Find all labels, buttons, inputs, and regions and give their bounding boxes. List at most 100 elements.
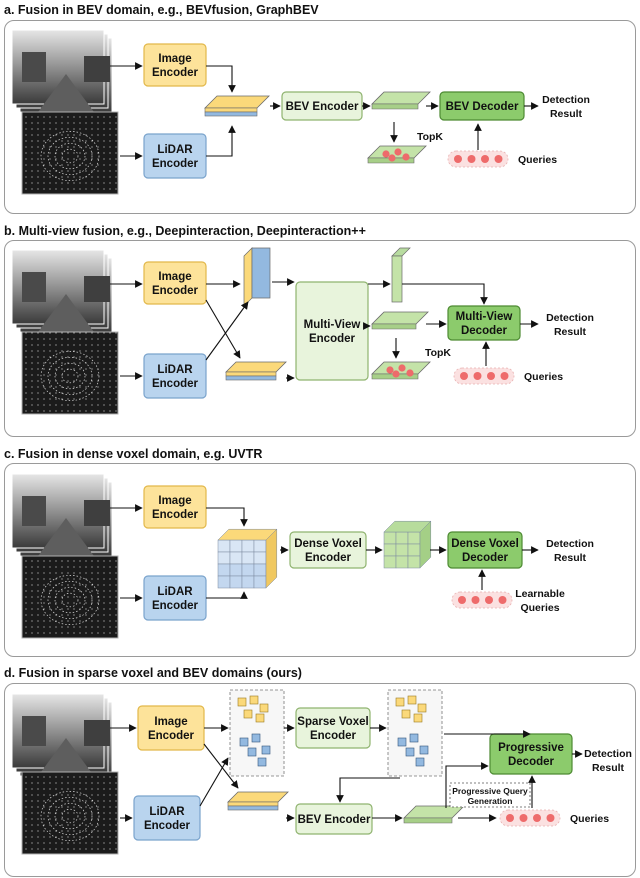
c-lidar-points-ring [47, 580, 93, 620]
b-arrow-pv-dec [402, 283, 488, 305]
c-encoded-voxel-cell [395, 531, 409, 545]
b-detection-result: Result [554, 326, 587, 338]
c-arrow-img-vox [206, 507, 248, 527]
b-lidar-encoder-label: LiDAR [157, 364, 193, 376]
b-topk-plane-dot [386, 366, 394, 374]
d-sparse-voxel-output-img-voxel [417, 703, 427, 713]
b-topk-plane-dot [392, 370, 400, 378]
b-perspective-img [243, 247, 253, 307]
a-detection-result: Detection [542, 94, 590, 106]
d-sparse-voxel-output-lidar-voxel [397, 737, 407, 747]
a-topk-plane-dot [402, 153, 410, 161]
c-dense-voxel-cell [241, 539, 255, 553]
b-image-encoder [143, 261, 207, 305]
d-pqg-box [449, 782, 531, 808]
c-dense-voxel-cell [229, 539, 243, 553]
d-bev-encoder-label: BEV Encoder [298, 814, 371, 826]
a-topk-plane-dot [394, 148, 402, 156]
d-camera-images-trees [84, 720, 110, 746]
d-detection-result: Result [592, 762, 625, 774]
b-arrow-img-bev [205, 299, 241, 359]
d-sparse-voxel-encoder-label: Encoder [310, 730, 357, 742]
b-image-encoder-label: Image [158, 271, 191, 283]
d-bev-feature-edge [403, 817, 453, 824]
c-dense-voxel-cell [217, 539, 231, 553]
b-lidar-encoder [143, 353, 207, 399]
c-detection-result: Detection [546, 538, 594, 550]
b-lidar-points-ring [47, 356, 93, 396]
d-arrow-lidar-sv [199, 757, 229, 807]
b-bev-feature-edge [371, 323, 417, 330]
a-arrow-img-fuse [206, 65, 236, 93]
c-encoded-voxel-cell [395, 543, 409, 557]
d-queries-label: Queries [570, 813, 609, 825]
a-queries-label: Queries [518, 154, 557, 166]
c-image-encoder [143, 485, 207, 529]
d-image-encoder-label: Encoder [148, 730, 195, 742]
section-a-title: a. Fusion in BEV domain, e.g., BEVfusion… [4, 3, 319, 17]
c-camera-images-building [22, 496, 46, 526]
c-dense-voxel-cell [217, 575, 231, 589]
d-pqg-label: Generation [468, 796, 513, 806]
c-dense-voxel-cell [217, 551, 231, 565]
a-lidar-encoder-label: LiDAR [157, 144, 193, 156]
d-pqg-label: Progressive Query [452, 786, 528, 796]
d-queries-dot [546, 814, 555, 822]
c-dense-voxel-decoder-label: Dense Voxel [451, 538, 519, 550]
c-lidar-points-ring [54, 586, 86, 614]
d-queries-dot [506, 814, 514, 822]
a-fused-bev-img [204, 107, 258, 113]
c-lidar-points-ring [40, 574, 100, 625]
b-lidar-encoder-label: Encoder [152, 378, 199, 390]
d-bev-feature [403, 805, 465, 819]
d-sparse-voxel-input-lidar-voxel [261, 745, 271, 755]
b-detection-result: Detection [546, 312, 594, 324]
d-sparse-voxel-input-img-voxel [237, 697, 247, 707]
d-progressive-decoder-label: Progressive [498, 742, 564, 754]
a-lidar-encoder-label: Encoder [152, 158, 199, 170]
b-lidar-points [21, 331, 119, 415]
b-bev-fused-lidar [225, 375, 277, 381]
a-image-encoder [143, 43, 207, 87]
b-queries-dot [473, 372, 482, 380]
a-queries-dot [467, 155, 476, 163]
d-sparse-voxel-input-lidar-voxel [257, 757, 267, 767]
c-encoded-voxel-cell [395, 555, 409, 569]
c-dense-voxel-cell [253, 563, 267, 577]
c-dense-voxel-encoder-label: Dense Voxel [294, 538, 362, 550]
a-camera-images-building [22, 52, 46, 82]
d-sparse-voxel-input-img-voxel [243, 709, 253, 719]
b-multiview-decoder-label: Multi-View [456, 311, 513, 323]
a-image-encoder-label: Encoder [152, 67, 199, 79]
c-image-encoder-label: Image [158, 495, 191, 507]
b-multiview-decoder-label: Decoder [461, 325, 508, 337]
c-dense-voxel-cell [229, 575, 243, 589]
a-topk-plane-dot [382, 150, 390, 158]
c-learnable-queries-dot [498, 596, 507, 604]
b-queries [453, 367, 515, 385]
c-learnable-queries-dot [458, 596, 466, 604]
c-dense-voxel-decoder-label: Decoder [462, 552, 509, 564]
d-sparse-voxel-output-lidar-voxel [409, 733, 419, 743]
a-bev-feature-edge [371, 103, 419, 110]
d-sparse-voxel-output-img-voxel [395, 697, 405, 707]
d-sparse-voxel-input-img-voxel [255, 713, 265, 723]
section-b-title: b. Multi-view fusion, e.g., Deepinteract… [4, 224, 366, 238]
b-lidar-points-ring [40, 351, 100, 402]
a-lidar-points-ring [61, 148, 79, 164]
a-lidar-points-ring [54, 142, 86, 170]
c-camera-images-trees [84, 500, 110, 526]
d-bev-fused [227, 791, 289, 803]
c-dense-voxel-cell [253, 539, 267, 553]
d-lidar-points-ring [47, 796, 93, 836]
c-dense-voxel-cell [241, 575, 255, 589]
b-bev-fused-img [225, 371, 277, 377]
b-topk-plane-dot [406, 369, 414, 377]
a-bev-encoder-label: BEV Encoder [286, 101, 359, 113]
d-bev-fused-lidar [227, 805, 279, 811]
a-image-encoder-label: Image [158, 53, 191, 65]
a-topk-label: TopK [417, 131, 443, 143]
c-dense-voxel-cell [241, 551, 255, 565]
d-detection-result: Detection [584, 748, 632, 760]
